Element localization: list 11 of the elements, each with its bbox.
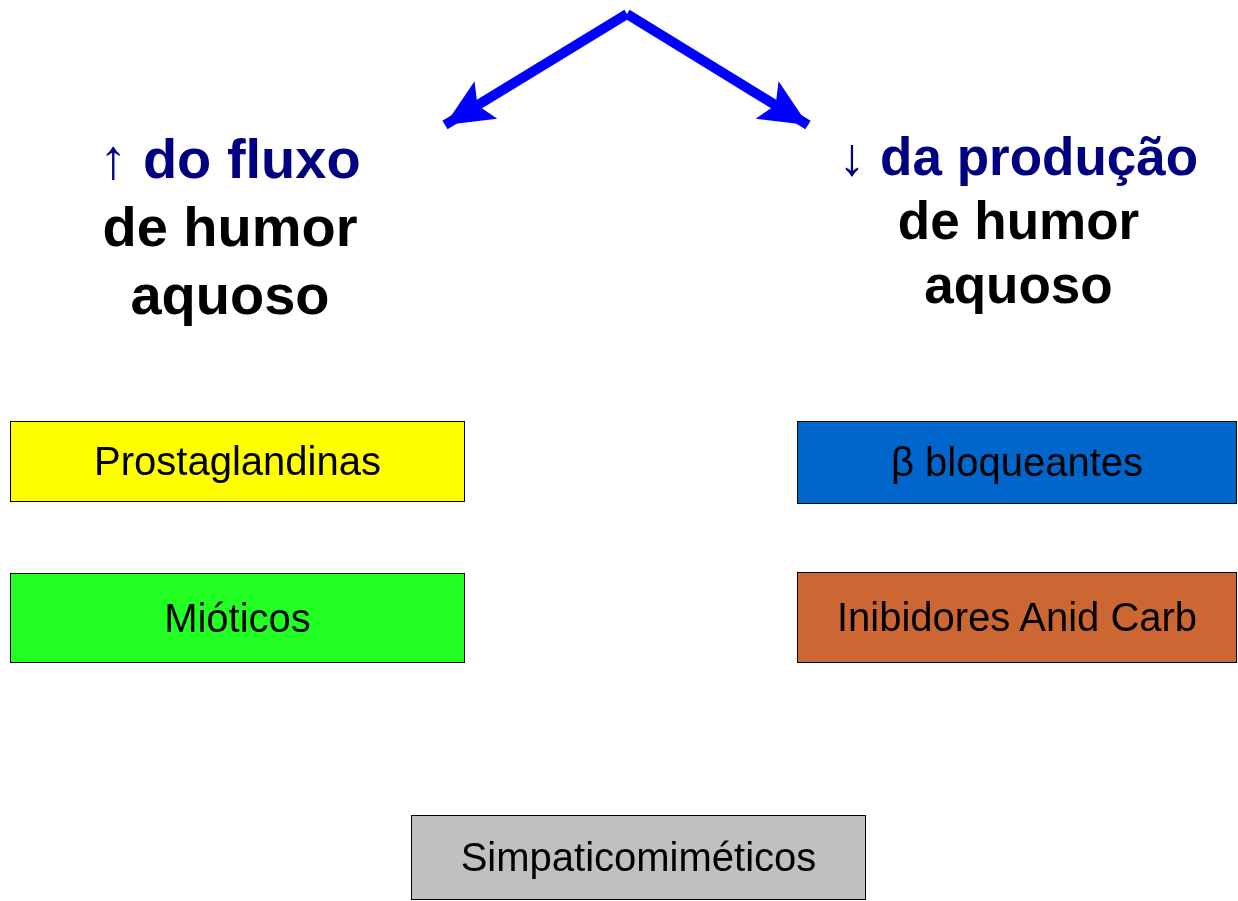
category-box: Mióticos — [10, 573, 465, 663]
effect-heading: ↓ da produção — [838, 126, 1199, 188]
effect-heading: ↑ do fluxo — [99, 126, 361, 192]
effect-subheading: de humor aquoso — [896, 190, 1141, 316]
arrow — [624, 9, 811, 130]
category-box: Prostaglandinas — [10, 421, 465, 502]
category-box: Simpaticomiméticos — [411, 815, 866, 900]
category-box: Inibidores Anid Carb — [797, 572, 1237, 663]
effect-subheading: de humor aquoso — [101, 194, 359, 328]
arrow — [442, 9, 630, 130]
category-box: β bloqueantes — [797, 421, 1237, 504]
